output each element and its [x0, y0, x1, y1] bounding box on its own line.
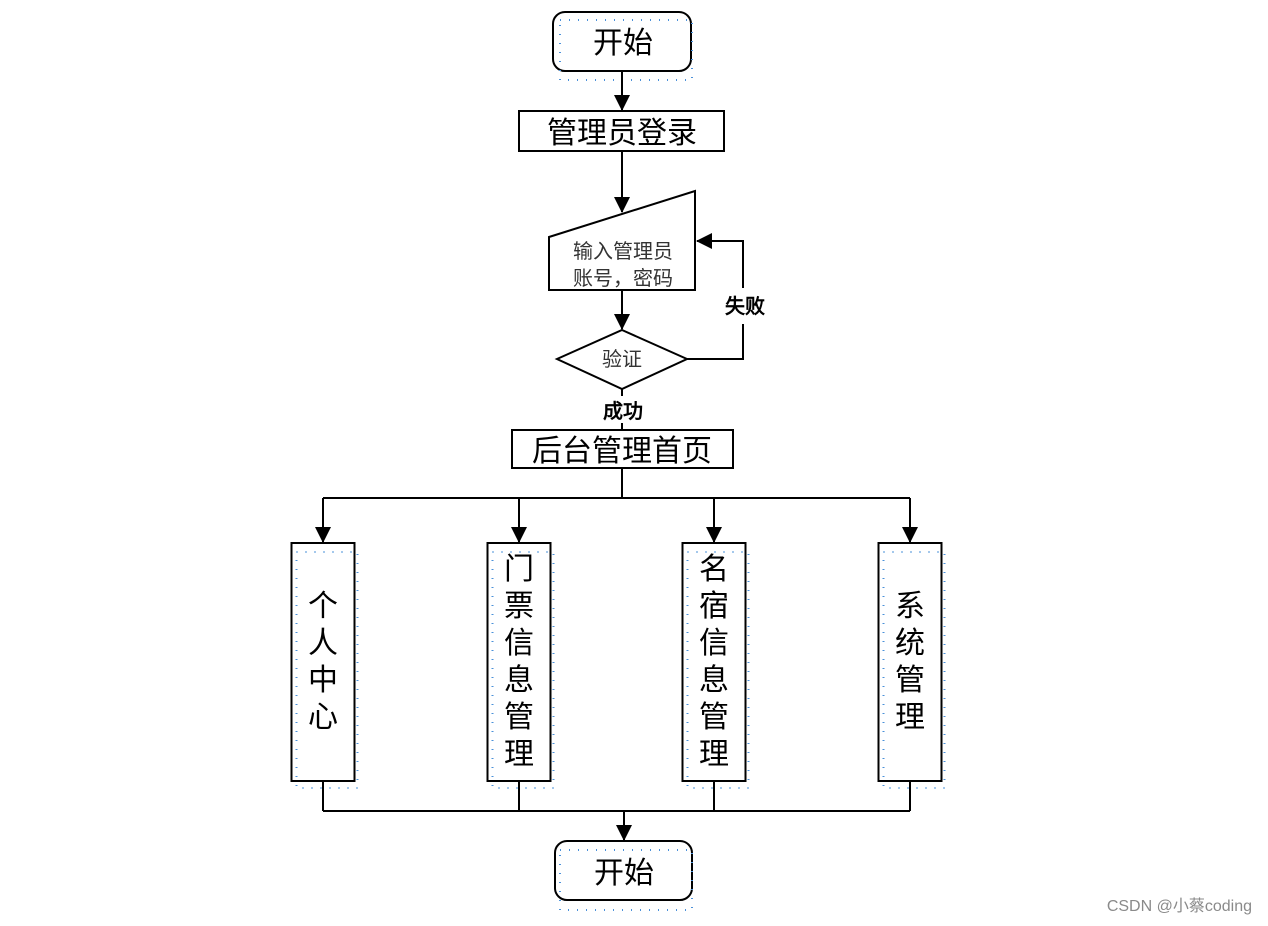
verify-node: 验证	[554, 328, 690, 391]
module-box	[290, 542, 356, 782]
home-label: 后台管理首页	[532, 434, 712, 469]
module-label-char: 系	[895, 589, 925, 624]
success-label: 成功	[603, 399, 643, 423]
module-label-char: 心	[308, 700, 338, 735]
edge-fail-loop: 失败	[687, 233, 765, 360]
module-label-char: 息	[504, 663, 534, 698]
module-label-char: 管	[699, 700, 729, 735]
end-label: 开始	[594, 856, 654, 891]
module-label-char: 管	[504, 700, 534, 735]
edge-success: 成功	[603, 389, 643, 429]
edge-merge	[322, 781, 911, 841]
start-node: 开始	[552, 11, 693, 81]
module-label-char: 名	[699, 552, 729, 587]
module-label-char: 个	[308, 589, 338, 624]
login-node: 管理员登录	[518, 110, 725, 152]
edge-home-branches	[315, 468, 918, 543]
selection-dots	[559, 19, 693, 81]
module-label-char: 统	[895, 626, 925, 661]
input-label-line-2: 账号，密码	[573, 266, 673, 290]
module-label-char: 息	[699, 663, 729, 698]
module-label-char: 门	[504, 552, 534, 587]
verify-label: 验证	[602, 347, 642, 371]
module-label-char: 管	[895, 663, 925, 698]
home-node: 后台管理首页	[511, 429, 734, 469]
watermark: CSDN @小蔡coding	[1106, 898, 1252, 915]
module-box	[877, 542, 943, 782]
module-label-char: 理	[699, 737, 729, 772]
module-label-char: 理	[504, 737, 534, 772]
input-node: 输入管理员 账号，密码	[548, 189, 696, 291]
login-label: 管理员登录	[547, 116, 697, 151]
end-node: 开始	[554, 840, 693, 911]
module-label-char: 信	[699, 626, 729, 661]
module-box	[681, 542, 747, 782]
module-label-char: 理	[895, 700, 925, 735]
start-label: 开始	[593, 26, 653, 61]
selection-dots	[559, 849, 693, 911]
module-label-char: 中	[308, 663, 338, 698]
module-box	[486, 542, 552, 782]
module-label-char: 票	[504, 589, 534, 624]
module-label-char: 人	[308, 626, 338, 661]
module-label-char: 宿	[699, 589, 729, 624]
module-label-char: 信	[504, 626, 534, 661]
fail-label: 失败	[725, 294, 765, 318]
input-label-line-1: 输入管理员	[573, 239, 673, 263]
